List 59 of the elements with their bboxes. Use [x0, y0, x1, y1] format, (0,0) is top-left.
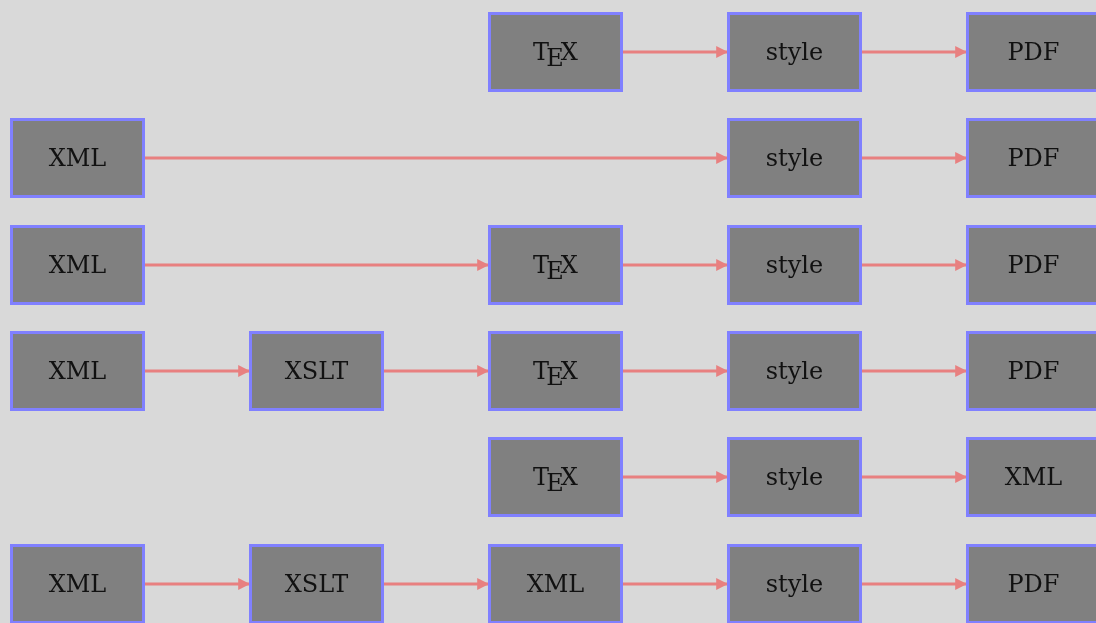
arrow: [862, 152, 968, 164]
node-label: style: [765, 463, 824, 491]
process-box: [249, 544, 384, 623]
process-box: [488, 544, 623, 623]
arrow: [145, 259, 490, 271]
process-box: [488, 331, 623, 411]
process-box: [966, 544, 1096, 623]
process-box: [727, 12, 862, 92]
process-box: [727, 225, 862, 305]
process-box: [727, 331, 862, 411]
arrow: [623, 471, 729, 483]
node-label: XSLT: [284, 570, 349, 598]
arrow: [384, 365, 490, 377]
arrow: [862, 46, 968, 58]
process-box: [966, 331, 1096, 411]
node-label: PDF: [1007, 38, 1060, 66]
arrow: [862, 471, 968, 483]
node-label: style: [765, 357, 824, 385]
process-box: [249, 331, 384, 411]
arrow: [145, 152, 729, 164]
arrow: [862, 578, 968, 590]
arrow: [623, 259, 729, 271]
node-label: style: [765, 144, 824, 172]
process-box: [488, 225, 623, 305]
process-box: [727, 437, 862, 517]
node-label: style: [765, 570, 824, 598]
node-label: XML: [48, 251, 107, 279]
node-label: XML: [48, 570, 107, 598]
arrow: [623, 365, 729, 377]
arrow: [862, 365, 968, 377]
arrow: [623, 46, 729, 58]
process-box: [966, 118, 1096, 198]
arrow: [623, 578, 729, 590]
process-box: [488, 12, 623, 92]
process-box: [488, 437, 623, 517]
node-label: PDF: [1007, 251, 1060, 279]
process-box: [10, 544, 145, 623]
process-box: [10, 331, 145, 411]
node-label: PDF: [1007, 570, 1060, 598]
process-box: [10, 225, 145, 305]
process-box: [10, 118, 145, 198]
process-box: [966, 12, 1096, 92]
process-box: [727, 118, 862, 198]
process-box: [966, 225, 1096, 305]
process-box: [727, 544, 862, 623]
arrow: [384, 578, 490, 590]
arrow: [145, 365, 251, 377]
node-label: style: [765, 251, 824, 279]
node-label: XML: [48, 357, 107, 385]
node-label: XSLT: [284, 357, 349, 385]
node-label: XML: [1004, 463, 1063, 491]
arrow: [862, 259, 968, 271]
node-label: style: [765, 38, 824, 66]
node-label: XML: [526, 570, 585, 598]
node-label: XML: [48, 144, 107, 172]
node-label: PDF: [1007, 144, 1060, 172]
arrow: [145, 578, 251, 590]
node-label: PDF: [1007, 357, 1060, 385]
process-box: [966, 437, 1096, 517]
